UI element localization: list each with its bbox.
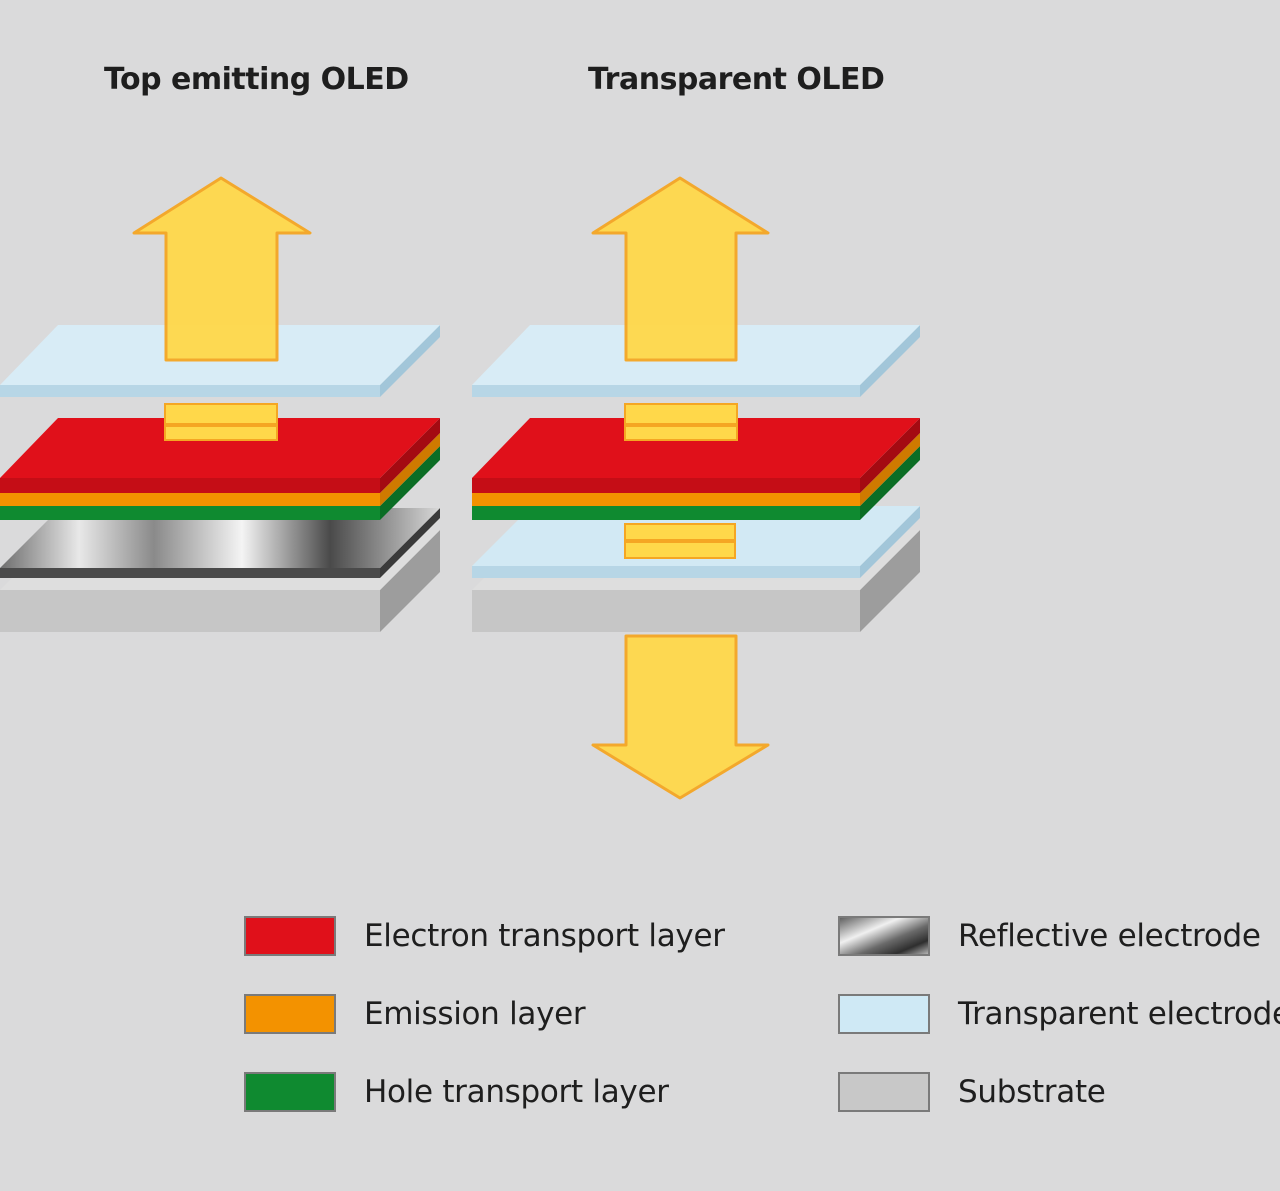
emitted-light-bars (164, 403, 278, 441)
legend-item-electron-transport: Electron transport layer (244, 914, 725, 958)
top-emitting-stack (0, 176, 440, 632)
light-up-arrow-icon (132, 176, 312, 362)
emission-layer (0, 433, 440, 506)
substrate-swatch (838, 1072, 930, 1112)
hole-transport-swatch (244, 1072, 336, 1112)
emitted-light-bars (624, 403, 738, 441)
legend-item-emission: Emission layer (244, 992, 586, 1036)
legend-item-reflective-electrode: Reflective electrode (838, 914, 1261, 958)
emission-layer (472, 433, 920, 506)
electron-transport-swatch (244, 916, 336, 956)
reflective-electrode-layer (0, 508, 440, 578)
light-up-arrow-icon (591, 176, 770, 362)
legend-label: Hole transport layer (364, 1074, 669, 1110)
legend-label: Substrate (958, 1074, 1106, 1110)
legend-item-hole-transport: Hole transport layer (244, 1070, 669, 1114)
top-emitting-oled-title: Top emitting OLED (104, 62, 409, 97)
legend-label: Transparent electrode (958, 996, 1280, 1032)
reflective-electrode-swatch (838, 916, 930, 956)
light-down-arrow-icon (591, 634, 770, 800)
electron-transport-layer (472, 418, 920, 493)
legend-item-transparent-electrode: Transparent electrode (838, 992, 1280, 1036)
transparent-stack (472, 176, 920, 800)
electron-transport-layer (0, 418, 440, 493)
transparent-oled-title: Transparent OLED (588, 62, 885, 97)
legend-label: Reflective electrode (958, 918, 1261, 954)
legend-label: Emission layer (364, 996, 586, 1032)
emitted-light-bars (624, 523, 736, 559)
oled-layer-diagram (0, 176, 920, 800)
emission-swatch (244, 994, 336, 1034)
legend-label: Electron transport layer (364, 918, 725, 954)
transparent-electrode-swatch (838, 994, 930, 1034)
hole-transport-layer (0, 446, 440, 520)
hole-transport-layer (472, 446, 920, 520)
legend-item-substrate: Substrate (838, 1070, 1106, 1114)
